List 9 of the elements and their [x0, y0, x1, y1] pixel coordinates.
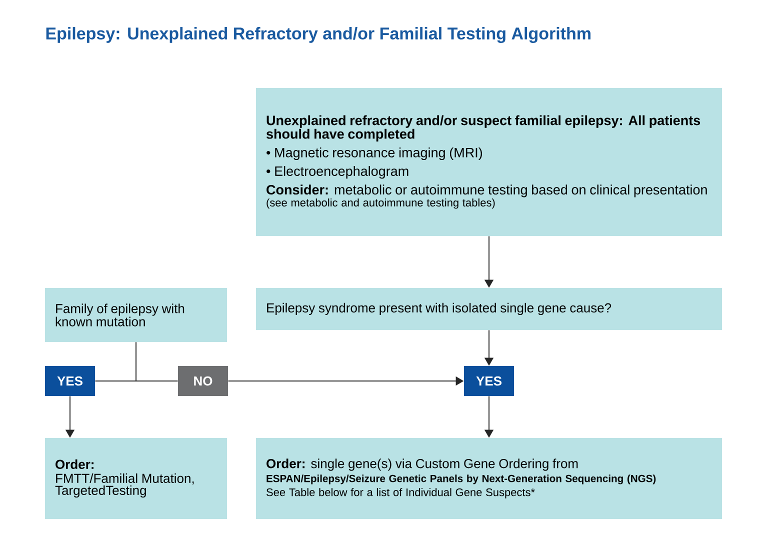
answer-tag: NO [178, 366, 228, 396]
order-box: Order: FMTT/Familial Mutation, TargetedTesting [45, 438, 227, 519]
answer-tag: YES [464, 366, 514, 396]
order-box: Order: single gene(s) via Custom Gene Ordering from ESPAN/Epilepsy/Seizure Genetic Panels by Next-Generation Sequencing (NGS) See Table below for a list of Individual Gene Suspects* [256, 438, 722, 519]
info-box: Unexplained refractory and/or suspect familial epilepsy: All patients should have completed • Magnetic resonance imaging (MRI) • Electroencephalogram Consider: metabolic or autoimmune testing based on clinical presentation (see metabolic and autoimmune testing tables) [256, 88, 722, 236]
question-box: Epilepsy syndrome present with isolated single gene cause? [256, 288, 722, 330]
title: Epilepsy: Unexplained Refractory and/or Familial Testing Algorithm [46, 27, 590, 43]
answer-tag: YES [45, 366, 95, 396]
question-box: Family of epilepsy with known mutation [45, 288, 227, 342]
